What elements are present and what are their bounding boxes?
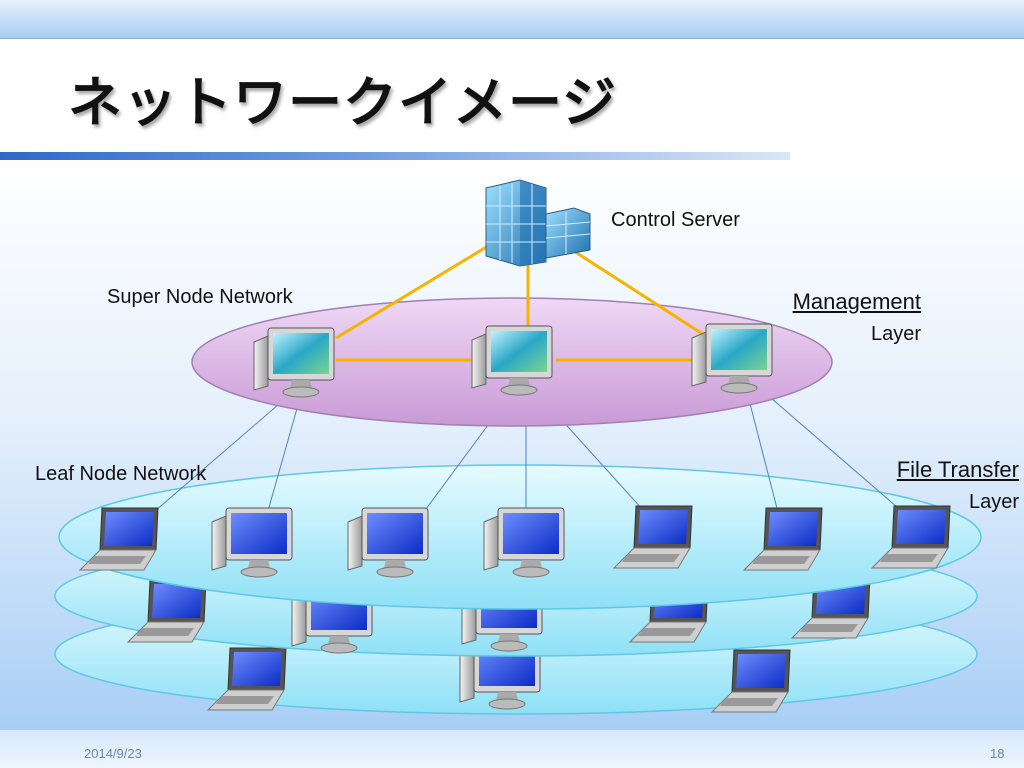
management-heading: Management <box>792 289 921 314</box>
management-links <box>335 244 713 362</box>
file-transfer-heading: File Transfer <box>896 457 1019 482</box>
slide-date: 2014/9/23 <box>84 746 142 761</box>
footer-bar <box>0 730 1024 768</box>
control-server-label: Control Server <box>611 209 740 231</box>
control-server-icon <box>485 179 591 267</box>
super-node-network-label: Super Node Network <box>107 286 293 308</box>
leaf-node-network-label: Leaf Node Network <box>35 463 207 485</box>
top-banner <box>0 0 1024 39</box>
file-transfer-sub: Layer <box>968 491 1019 513</box>
management-sub: Layer <box>870 323 921 345</box>
title-rule <box>0 152 790 160</box>
slide-title: ネットワークイメージ <box>68 71 617 134</box>
page-number: 18 <box>990 746 1005 761</box>
